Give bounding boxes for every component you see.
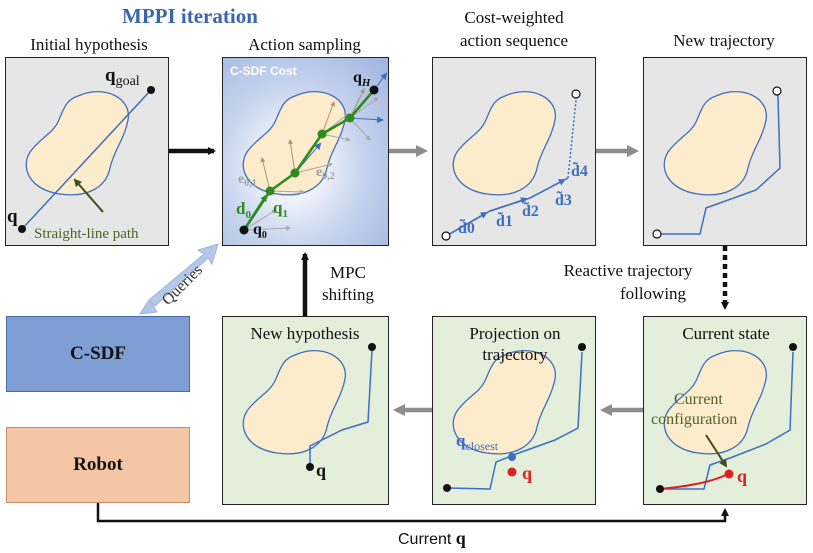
- obstacle-blob-current: [663, 350, 767, 455]
- newtraj-panel-content: [652, 86, 782, 239]
- d-tilde-3: d̃3: [555, 189, 572, 209]
- projection-robot-node: [507, 467, 517, 477]
- obstacle-blob-newhyp: [242, 350, 346, 455]
- d0-arrow: [242, 194, 268, 231]
- newhyp-q-label: q: [316, 460, 326, 480]
- action-sampling-label: Action sampling: [248, 35, 361, 54]
- sampling-start-node: [239, 225, 249, 235]
- projection-label-2: trajectory: [482, 345, 548, 364]
- obstacle-blobs: [25, 91, 767, 455]
- current-config-label-1: Current: [674, 391, 723, 408]
- q-closest-subscript: closest: [465, 439, 498, 453]
- current-robot-node: [724, 469, 734, 479]
- d4-dotted: [567, 99, 577, 179]
- robot-box-label: Robot: [73, 454, 123, 475]
- new-trajectory-label: New trajectory: [673, 31, 775, 50]
- current-path: [660, 351, 794, 490]
- sampling-panel-content: C-SDF Cost qH e0,1 e0,2 d0 q: [230, 64, 388, 241]
- straight-line-path: [21, 89, 152, 230]
- projection-path: [446, 351, 583, 490]
- current-state-label: Current state: [682, 324, 770, 343]
- d-tilde-1: d̃1: [496, 210, 513, 230]
- q1-label: q1: [273, 198, 288, 220]
- reactive-label-2: following: [619, 284, 687, 303]
- executed-path: [659, 473, 729, 490]
- q0-label: q0: [253, 221, 267, 241]
- new-hypothesis-path: [309, 349, 373, 467]
- current-config-label-2: configuration: [651, 411, 737, 428]
- start-node: [18, 225, 26, 233]
- initial-hypothesis-label: Initial hypothesis: [30, 35, 148, 54]
- e01-label: e0,1: [238, 172, 257, 189]
- cost-start-node: [441, 231, 451, 241]
- current-config-arrow: [705, 434, 728, 468]
- q-goal-label: qgoal: [105, 65, 140, 89]
- goal-node: [147, 86, 155, 94]
- e02-label: e0,2: [316, 165, 335, 182]
- sampling-end-node: [369, 85, 379, 95]
- obstacle-blob-initial: [25, 91, 129, 196]
- new-hypothesis-label: New hypothesis: [250, 324, 360, 343]
- csdf-box-label: C-SDF: [70, 343, 126, 364]
- path-note-arrow: [73, 178, 104, 213]
- new-trajectory-path: [657, 91, 781, 235]
- initial-panel-content: qgoal q Straight-line path: [7, 65, 155, 242]
- mpc-label-1: MPC: [330, 263, 366, 282]
- cost-weighted-label-1: Cost-weighted: [464, 8, 564, 27]
- projection-q-label: q: [522, 463, 532, 483]
- obstacle-blob-projection: [452, 350, 556, 455]
- newtraj-goal-node: [772, 86, 782, 96]
- projection-label-1: Projection on: [469, 324, 561, 343]
- q-start-label: q: [7, 206, 18, 227]
- current-panel-content: Current configuration q: [651, 343, 797, 493]
- mpc-label-2: shifting: [322, 285, 374, 304]
- obstacle-blob-cost: [452, 91, 556, 196]
- straight-line-path-label: Straight-line path: [34, 226, 139, 242]
- qH-label: qH: [353, 69, 371, 89]
- queries-arrow: [148, 243, 219, 307]
- newtraj-start-node: [652, 229, 662, 239]
- d-tilde-4: d̃4: [571, 160, 588, 180]
- cost-goal-node: [571, 89, 581, 99]
- obstacle-blob-newtraj: [663, 91, 767, 196]
- current-q-label: q: [737, 466, 747, 486]
- d0-label: d0: [236, 199, 251, 221]
- newhyp-panel-content: q: [306, 343, 376, 480]
- action-nodes: [265, 113, 355, 196]
- robot-box: Robot: [6, 427, 190, 503]
- q-closest-node: [508, 453, 516, 461]
- cost-weighted-label-2: action sequence: [459, 31, 569, 50]
- cost-panel-content: d̃0 d̃1 d̃2 d̃3 d̃4: [441, 89, 588, 241]
- diagram-title: MPPI iteration: [122, 4, 258, 28]
- flow-arrows: [96, 145, 729, 523]
- d-tilde-0: d̃0: [458, 217, 475, 237]
- reactive-label-1: Reactive trajectory: [563, 261, 693, 280]
- csdf-cost-overlay: C-SDF Cost: [230, 64, 297, 78]
- d-tilde-2: d̃2: [522, 200, 539, 220]
- arrow-robot-to-current: [96, 503, 729, 523]
- current-q-edge-label: Current q: [398, 528, 466, 548]
- qH-subscript: H: [361, 77, 371, 89]
- csdf-box: C-SDF: [6, 316, 190, 392]
- q-goal-subscript: goal: [116, 74, 140, 89]
